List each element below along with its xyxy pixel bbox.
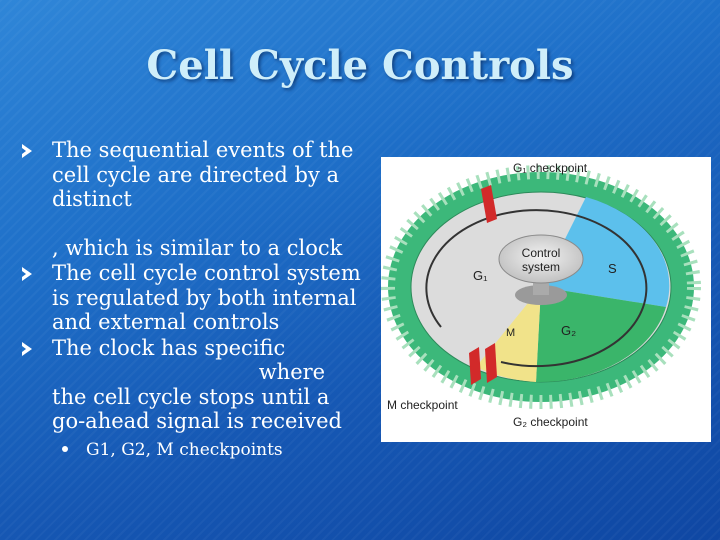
s-phase-label: S	[608, 261, 617, 276]
g2-phase-sector	[536, 287, 666, 383]
m-checkpoint-label: M checkpoint	[387, 398, 458, 412]
g1-checkpoint-gate	[481, 185, 497, 223]
bullet-list: The sequential events of the cell cycle …	[22, 138, 362, 463]
sub-bullet-list: G1, G2, M checkpoints	[62, 438, 362, 463]
control-system-disc	[498, 234, 584, 284]
arrow-bullet-icon	[22, 144, 32, 158]
bullet-text-continued: , which is similar to a clock	[52, 235, 343, 260]
ring-ticks	[381, 165, 701, 409]
bullet-text-continued: where the cell cycle stops until a go-ah…	[52, 360, 342, 433]
arrow-bullet-icon	[22, 267, 32, 281]
cycle-arrow	[425, 209, 648, 368]
sub-bullet-text: G1, G2, M checkpoints	[86, 439, 283, 460]
g2-checkpoint-gate	[485, 343, 497, 383]
m-phase-label: M	[506, 327, 515, 339]
s-phase-sector	[541, 197, 670, 307]
bullet-item: The clock has specific where the cell cy…	[22, 336, 362, 463]
bullet-text: The cell cycle control system is regulat…	[52, 261, 361, 334]
slide-title: Cell Cycle Controls	[146, 42, 574, 89]
system-label: system	[522, 260, 560, 274]
text-gap	[52, 212, 362, 236]
m-checkpoint-gate	[469, 347, 481, 385]
bullet-item: The cell cycle control system is regulat…	[22, 261, 362, 335]
g1-phase-label: G₁	[473, 268, 488, 283]
sub-bullet-item: G1, G2, M checkpoints	[62, 438, 362, 463]
bullet-text: The sequential events of the cell cycle …	[52, 138, 354, 211]
bullet-item: The sequential events of the cell cycle …	[22, 138, 362, 260]
dot-bullet-icon	[62, 445, 68, 452]
g1-checkpoint-label: G₁ checkpoint	[513, 161, 588, 175]
cell-cycle-diagram: Control system G₁ S G₂ M G₁ checkpoint M…	[381, 161, 701, 429]
g2-checkpoint-label: G₂ checkpoint	[513, 415, 588, 429]
control-label: Control	[522, 246, 561, 260]
cell-cycle-figure: Control system G₁ S G₂ M G₁ checkpoint M…	[381, 157, 711, 442]
arrow-bullet-icon	[22, 341, 32, 356]
bullet-text: The clock has specific	[52, 335, 286, 360]
g2-phase-label: G₂	[561, 323, 576, 338]
